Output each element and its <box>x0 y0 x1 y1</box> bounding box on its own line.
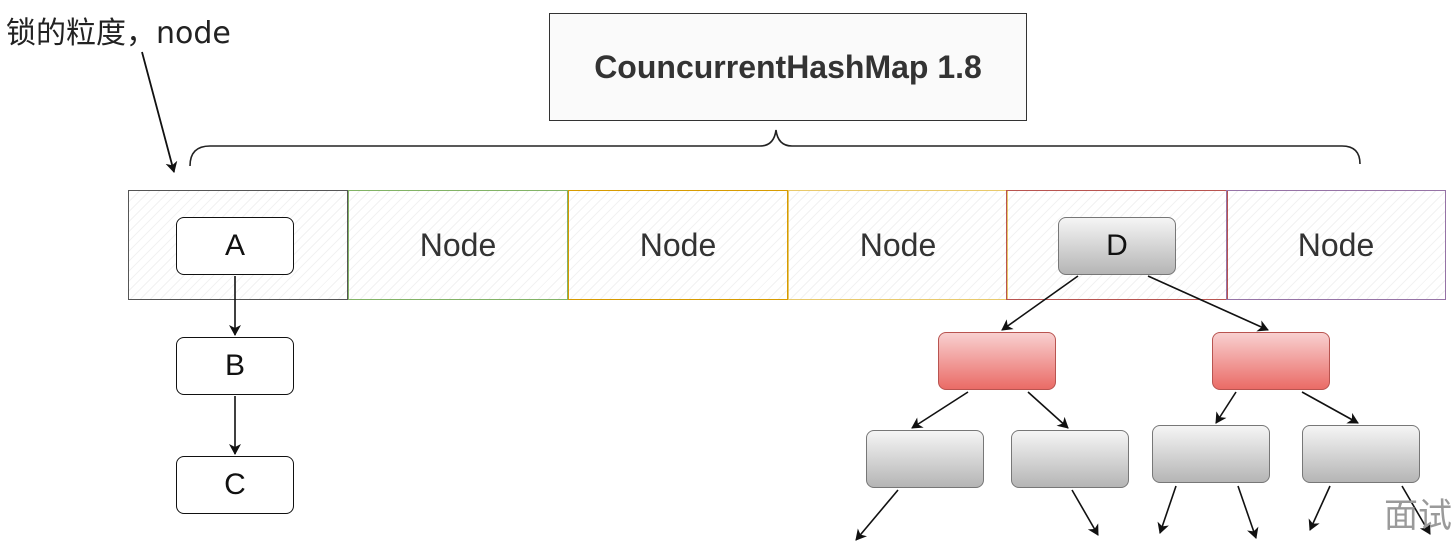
arrow-leaf4-down <box>1308 485 1331 531</box>
arrow-leaf3-down-2 <box>1237 485 1259 539</box>
arrow-leaf4-down-2 <box>1401 485 1431 535</box>
table-cell-5: Node <box>1226 190 1446 300</box>
arrow-right-leaf3 <box>1215 391 1237 424</box>
arrow-root-right <box>1147 275 1269 332</box>
span-brace <box>189 129 1361 167</box>
lock-granularity-annotation: 锁的粒度，node <box>6 16 231 51</box>
tree-node-leaf-4 <box>1302 425 1420 483</box>
arrow-root-left <box>1001 275 1079 331</box>
tree-node-leaf-1 <box>866 430 984 488</box>
tree-node-leaf-2 <box>1011 430 1129 488</box>
list-node-b: B <box>176 337 294 395</box>
tree-node-red-right <box>1212 332 1330 390</box>
list-node-c: C <box>176 456 294 514</box>
table-cell-1: Node <box>348 190 568 300</box>
arrow-leaf3-down <box>1157 485 1177 534</box>
diagram-title: CouncurrentHashMap 1.8 <box>549 13 1027 121</box>
arrow-leaf1-down <box>855 489 899 541</box>
table-cell-3: Node <box>788 190 1008 300</box>
table-cell-2: Node <box>568 190 788 300</box>
arrow-right-leaf4 <box>1301 391 1359 424</box>
arrow-left-leaf2 <box>1027 391 1069 429</box>
arrow-left-leaf1 <box>911 391 969 429</box>
tree-node-red-left <box>938 332 1056 390</box>
arrow-leaf2-down <box>1071 489 1099 536</box>
annotation-arrow <box>141 51 178 173</box>
tree-node-root: D <box>1058 217 1176 275</box>
watermark-logo: 面试 <box>1384 496 1452 536</box>
list-node-a: A <box>176 217 294 275</box>
tree-node-leaf-3 <box>1152 425 1270 483</box>
